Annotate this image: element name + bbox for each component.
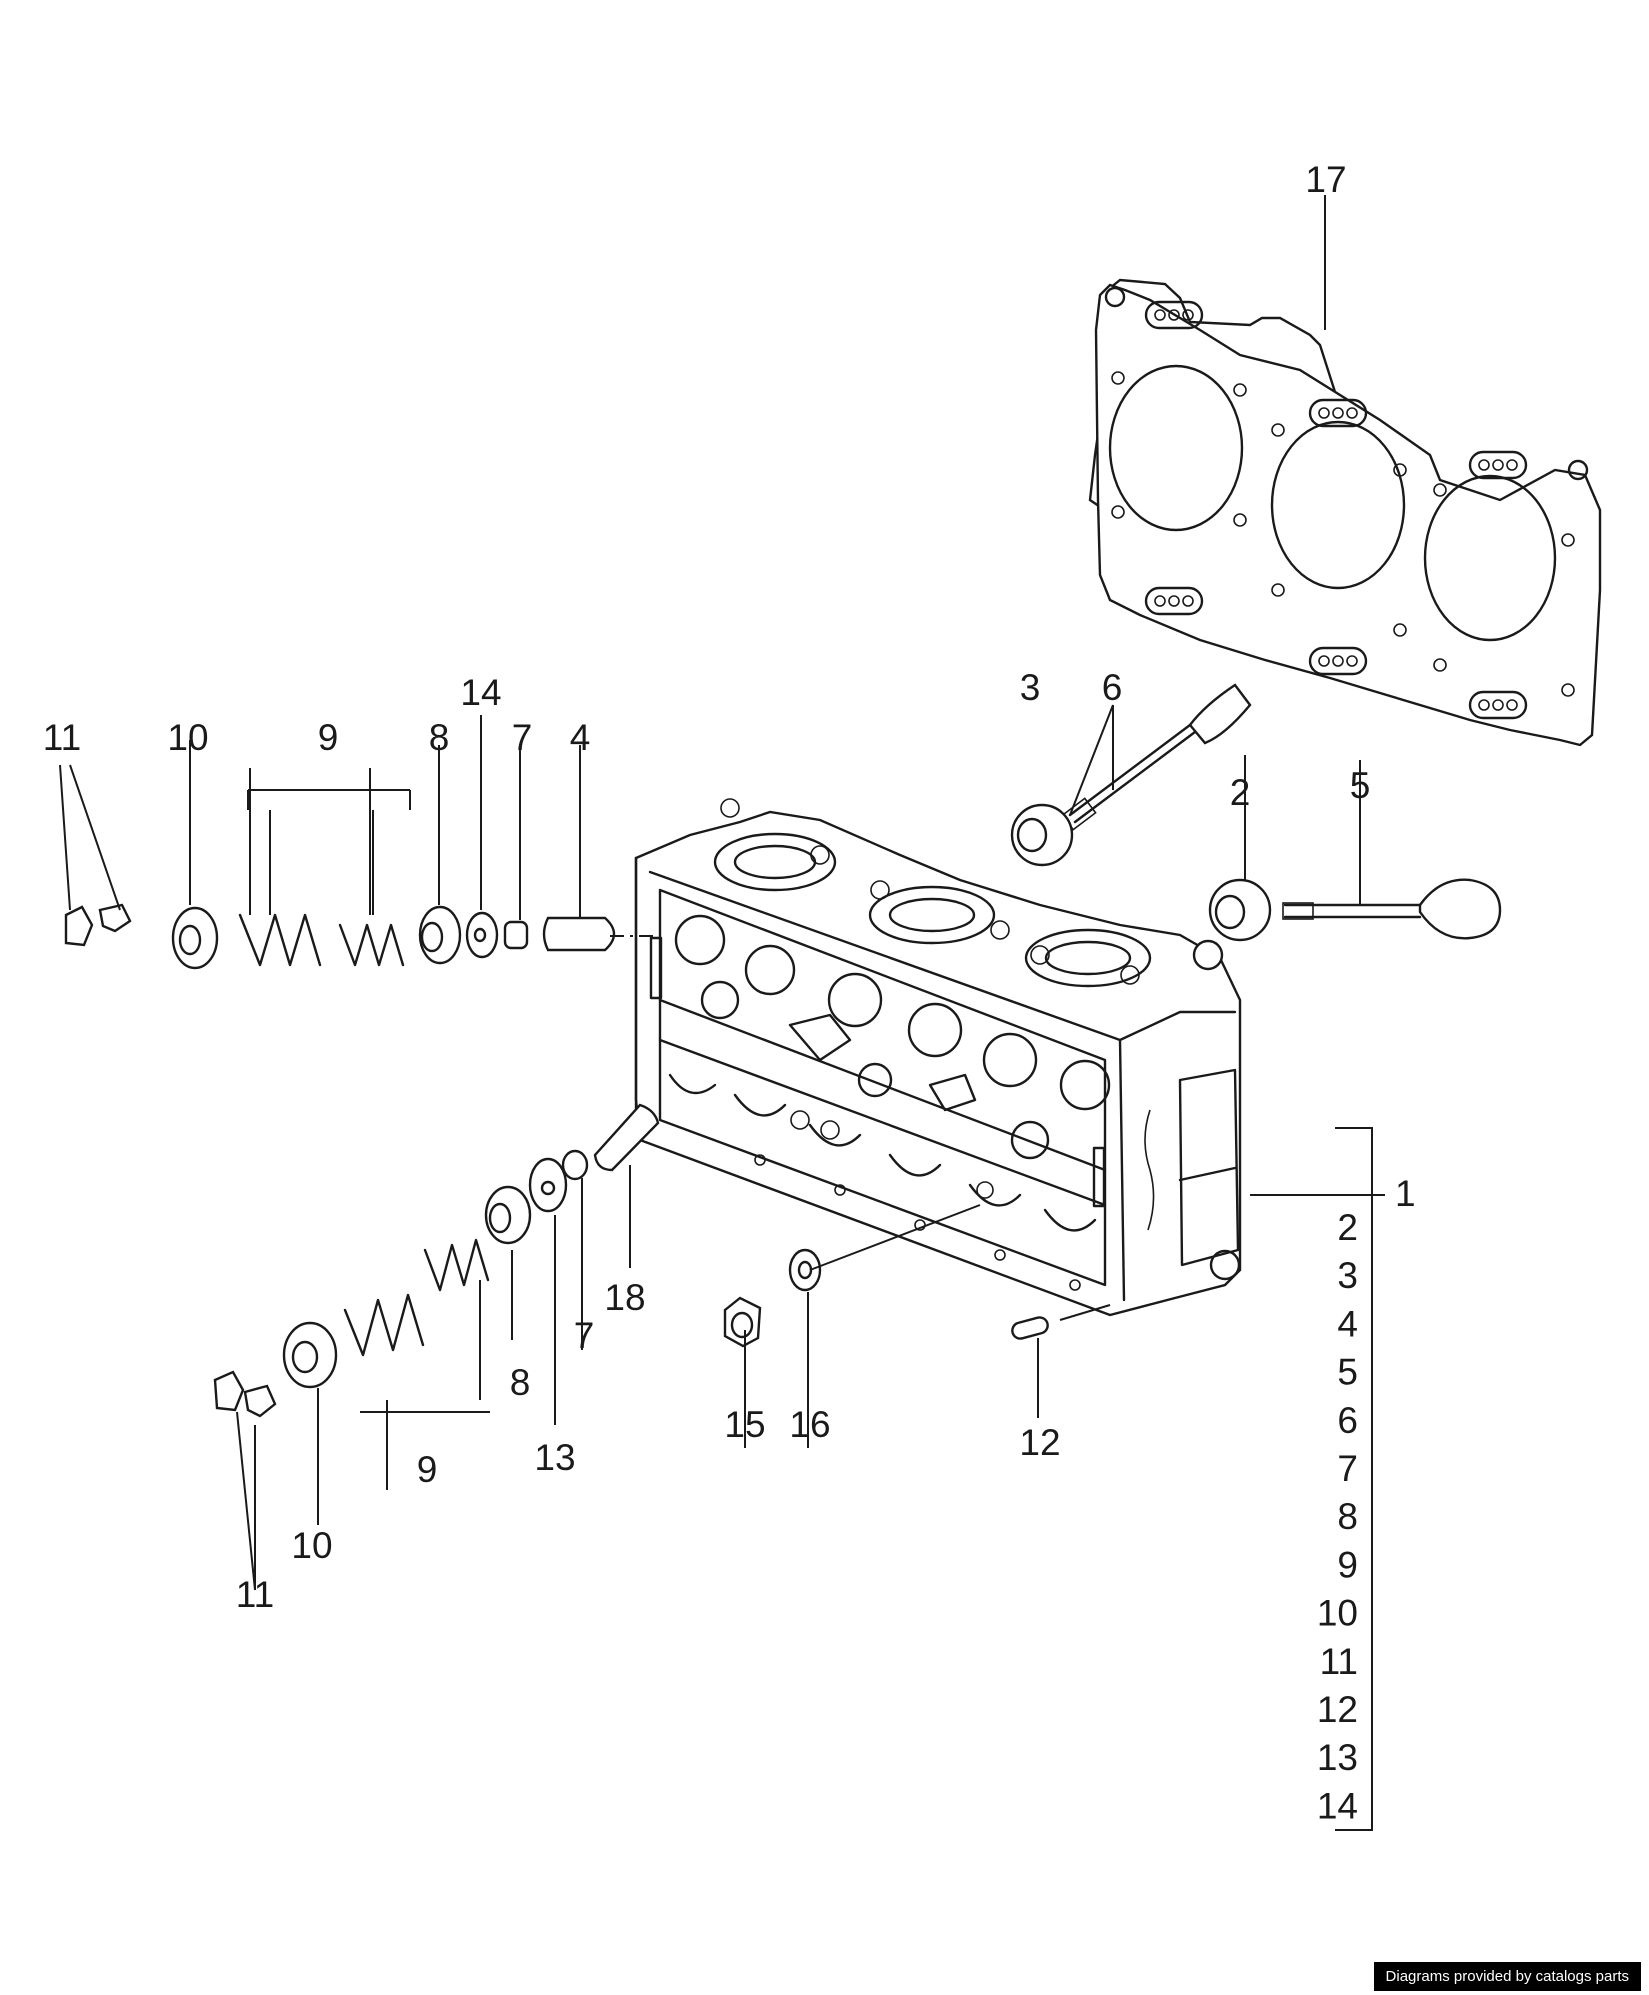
assembly-list-item: 6 — [1337, 1400, 1358, 1441]
cylinder-head-block — [634, 798, 1242, 1317]
callout-5: 5 — [1350, 765, 1371, 806]
assembly-contents-list: 2 3 4 5 6 7 8 9 10 11 12 13 14 — [1317, 1207, 1358, 1826]
callout-4: 4 — [570, 717, 591, 758]
callout-2: 2 — [1230, 772, 1251, 813]
assembly-list-item: 2 — [1337, 1207, 1358, 1248]
callout-17: 17 — [1305, 159, 1346, 200]
assembly-list-item: 9 — [1337, 1544, 1358, 1585]
callout-11-lower: 11 — [236, 1574, 274, 1615]
assembly-list-item: 3 — [1337, 1255, 1358, 1296]
assembly-list-item: 13 — [1317, 1737, 1358, 1778]
assembly-bracket — [1335, 1127, 1373, 1831]
valve-seals — [1010, 803, 1272, 942]
assembly-list-item: 12 — [1317, 1689, 1358, 1730]
leader-lines — [59, 195, 1385, 1591]
exhaust-valve — [1061, 683, 1252, 831]
callout-labels: 17 3 6 2 5 11 10 9 8 14 7 4 18 7 8 13 9 … — [43, 159, 1416, 1615]
intake-valve — [1282, 878, 1502, 940]
diagram-credit: Diagrams provided by catalogs parts — [1373, 1962, 1641, 1991]
callout-10-upper: 10 — [167, 717, 208, 758]
callout-16: 16 — [789, 1404, 830, 1445]
callout-1: 1 — [1395, 1173, 1416, 1214]
callout-12: 12 — [1019, 1422, 1060, 1463]
head-gasket — [1088, 278, 1602, 747]
assembly-list-item: 4 — [1337, 1303, 1358, 1344]
assembly-list-item: 5 — [1337, 1352, 1358, 1393]
callout-13: 13 — [534, 1437, 575, 1478]
callout-15: 15 — [724, 1404, 765, 1445]
assembly-list-item: 14 — [1317, 1785, 1358, 1826]
callout-3: 3 — [1020, 667, 1041, 708]
callout-9-upper: 9 — [318, 717, 339, 758]
assembly-list-item: 10 — [1317, 1593, 1358, 1634]
callout-10-lower: 10 — [291, 1525, 332, 1566]
callout-7-upper: 7 — [512, 717, 533, 758]
callout-8-upper: 8 — [429, 717, 450, 758]
callout-9-lower: 9 — [417, 1449, 438, 1490]
assembly-list-item: 7 — [1337, 1448, 1358, 1489]
assembly-list-item: 11 — [1320, 1641, 1358, 1682]
callout-8-lower: 8 — [510, 1362, 531, 1403]
callout-18: 18 — [604, 1277, 645, 1318]
lower-valve-train — [213, 1103, 1049, 1418]
assembly-list-item: 8 — [1337, 1496, 1358, 1537]
callout-7-lower: 7 — [574, 1315, 595, 1356]
callout-11-upper: 11 — [43, 717, 81, 758]
callout-14: 14 — [460, 672, 501, 713]
upper-valve-train — [64, 903, 660, 970]
callout-6: 6 — [1102, 667, 1123, 708]
